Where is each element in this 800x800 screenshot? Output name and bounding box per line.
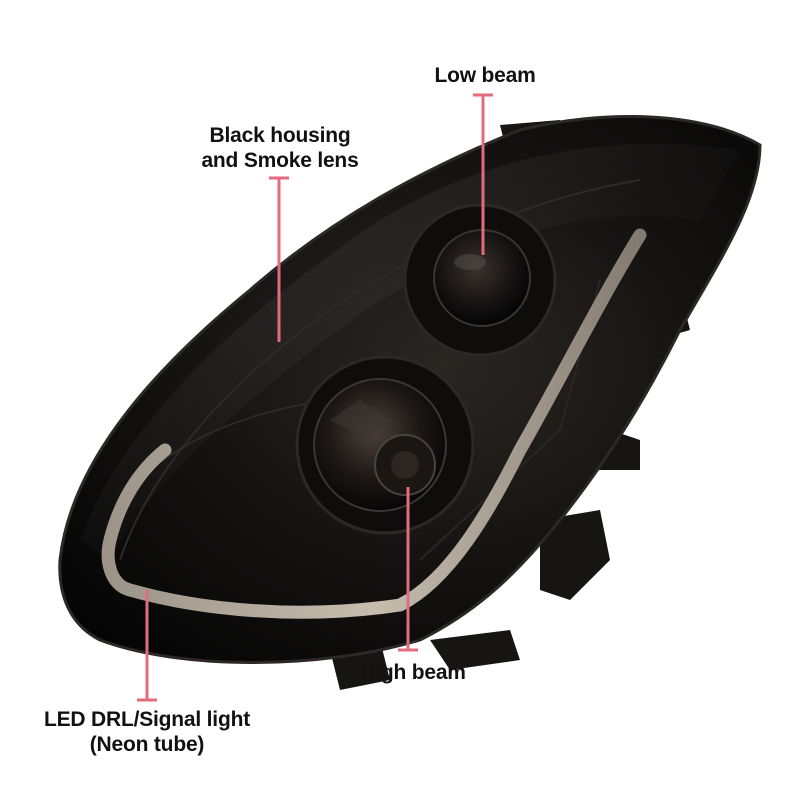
low-beam-label: Low beam: [420, 63, 550, 88]
callout-lines: [137, 93, 493, 702]
led-drl-neon-tube: [101, 228, 647, 619]
drl-label: LED DRL/Signal light (Neon tube): [42, 707, 252, 757]
housing-label: Black housing and Smoke lens: [195, 123, 365, 173]
drl-label-line1: LED DRL/Signal light: [44, 708, 250, 731]
high-beam-label-text: High beam: [360, 661, 466, 684]
housing-label-line2: and Smoke lens: [201, 149, 359, 172]
high-beam-projector: [295, 355, 475, 535]
housing-label-line1: Black housing: [209, 124, 351, 147]
low-beam-label-text: Low beam: [434, 64, 536, 87]
high-beam-label: High beam: [348, 660, 478, 685]
drl-label-line2: (Neon tube): [89, 733, 205, 756]
low-beam-projector: [403, 203, 557, 357]
